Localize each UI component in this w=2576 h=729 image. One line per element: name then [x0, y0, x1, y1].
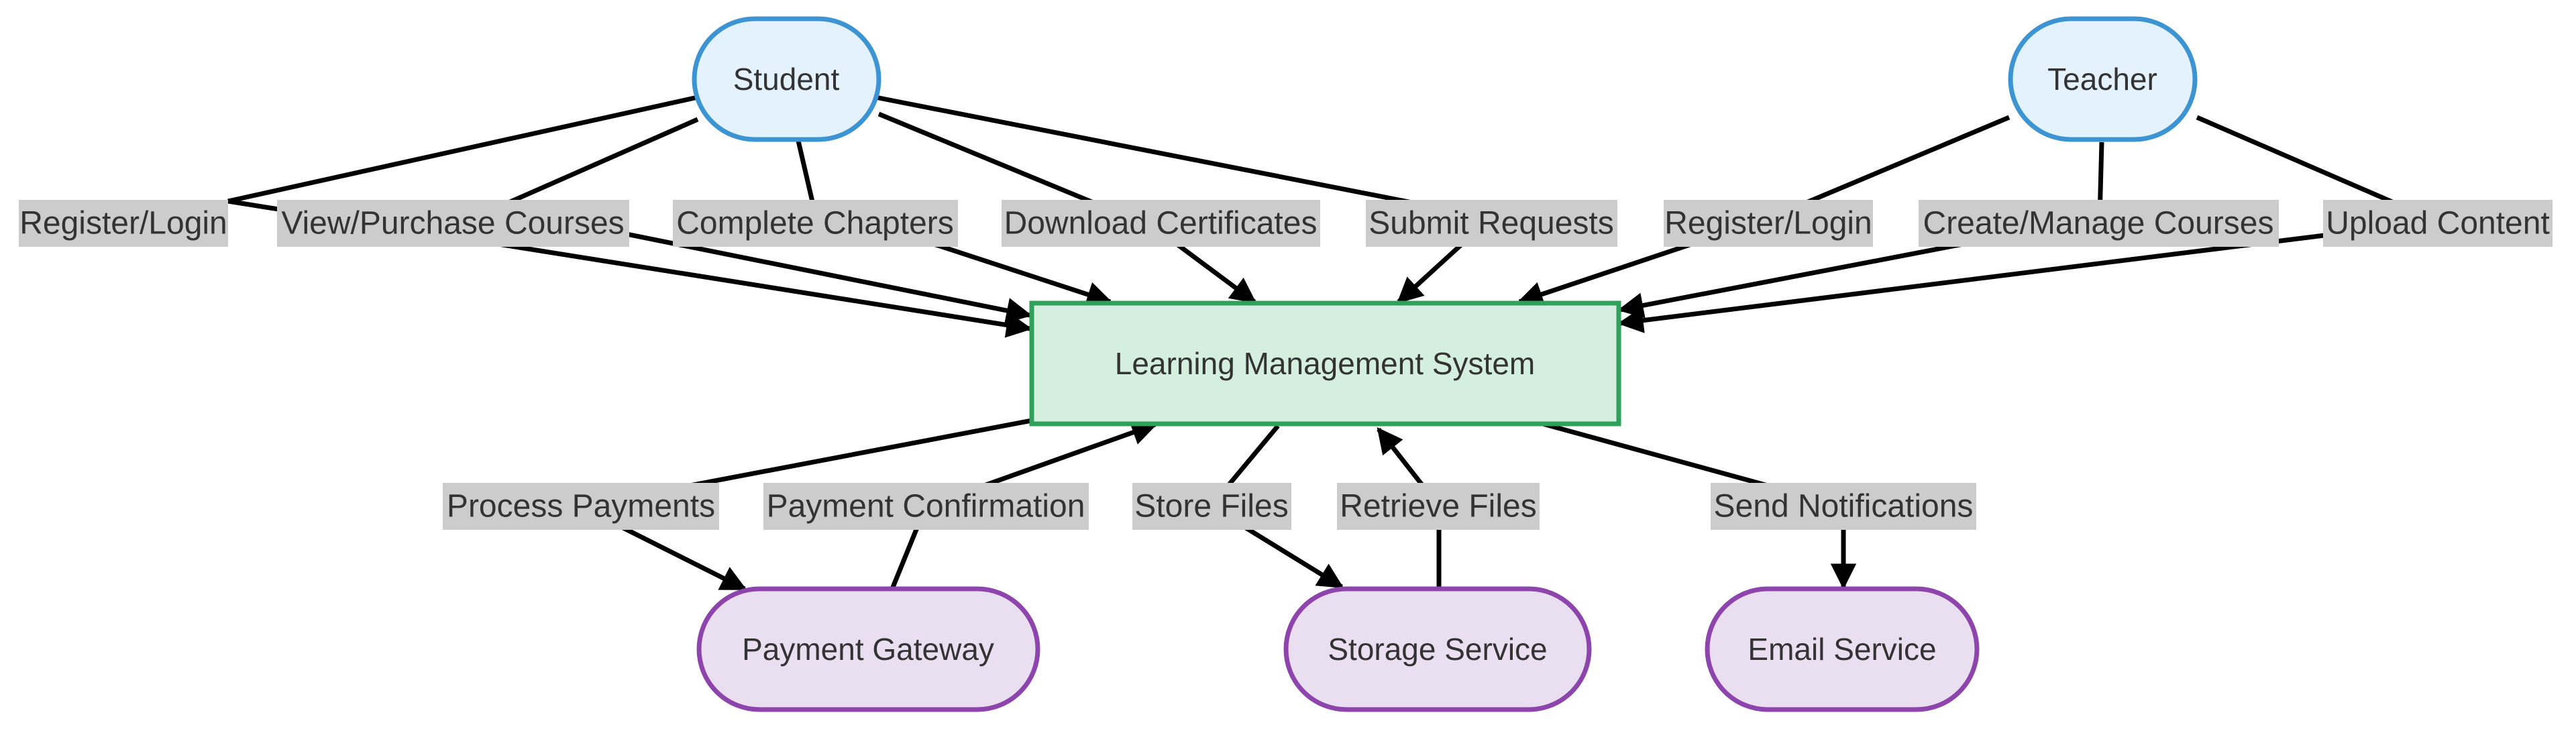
edge-labels: Register/Login View/Purchase Courses Com…: [19, 200, 2553, 530]
edge-label-lms-store: Store Files: [1132, 483, 1291, 530]
edge-label-student-submit: Submit Requests: [1366, 200, 1617, 247]
edge-label-background: [1132, 483, 1291, 530]
node-teacher[interactable]: Teacher: [2008, 16, 2198, 142]
edge-label-text: Process Payments: [447, 489, 715, 524]
edge-label-student-view: View/Purchase Courses: [277, 200, 629, 247]
edge-label-background: [277, 200, 629, 247]
edge-label-student-complete: Complete Chapters: [673, 200, 958, 247]
edge-label-text: Send Notifications: [1714, 489, 1974, 524]
node-storage-service[interactable]: Storage Service: [1283, 586, 1592, 712]
node-student-shape: [692, 16, 881, 142]
edge-label-text: Submit Requests: [1368, 206, 1614, 241]
edge-label-lms-notify: Send Notifications: [1711, 483, 1976, 530]
edge-label-text: View/Purchase Courses: [281, 206, 624, 241]
edge-label-payment-confirm: Payment Confirmation: [763, 483, 1089, 530]
edge-label-lms-payments: Process Payments: [443, 483, 719, 530]
edge-label-background: [1337, 483, 1540, 530]
node-payment-gateway[interactable]: Payment Gateway: [696, 586, 1040, 712]
edge-label-storage-retrieve: Retrieve Files: [1337, 483, 1540, 530]
node-student-label: Student: [733, 62, 840, 97]
node-lms[interactable]: Learning Management System: [1029, 300, 1621, 427]
node-email-service-shape: [1705, 586, 1980, 712]
edge-student-submit-line: [875, 95, 1496, 304]
edge-label-text: Payment Confirmation: [767, 489, 1085, 524]
edge-label-background: [19, 200, 228, 247]
edge-label-background: [1366, 200, 1617, 247]
node-payment-gateway-shape: [696, 586, 1040, 712]
edge-label-teacher-register: Register/Login: [1664, 200, 1873, 247]
edge-label-student-download: Download Certificates: [1002, 200, 1320, 247]
edge-label-background: [673, 200, 958, 247]
edge-label-background: [1002, 200, 1320, 247]
node-payment-gateway-label: Payment Gateway: [742, 632, 994, 667]
edge-label-teacher-upload: Upload Content: [2323, 200, 2553, 247]
node-student[interactable]: Student: [692, 16, 881, 142]
node-lms-label: Learning Management System: [1115, 346, 1535, 381]
edge-label-text: Register/Login: [19, 206, 227, 241]
node-storage-service-shape: [1283, 586, 1592, 712]
edge-label-teacher-create: Create/Manage Courses: [1919, 200, 2279, 247]
edge-label-background: [1711, 483, 1976, 530]
edge-label-background: [763, 483, 1089, 530]
edge-label-background: [443, 483, 719, 530]
edge-label-text: Create/Manage Courses: [1923, 206, 2274, 241]
edge-label-background: [2323, 200, 2553, 247]
edge-label-text: Store Files: [1134, 489, 1288, 524]
edge-label-text: Upload Content: [2326, 206, 2550, 241]
node-email-service-label: Email Service: [1748, 632, 1936, 667]
node-storage-service-label: Storage Service: [1328, 632, 1547, 667]
edge-label-background: [1919, 200, 2279, 247]
edge-label-text: Retrieve Files: [1340, 489, 1536, 524]
node-teacher-label: Teacher: [2047, 62, 2157, 97]
node-teacher-shape: [2008, 16, 2198, 142]
edge-label-text: Register/Login: [1664, 206, 1872, 241]
edge-label-text: Complete Chapters: [676, 206, 954, 241]
edge-label-text: Download Certificates: [1004, 206, 1318, 241]
edge-label-background: [1664, 200, 1873, 247]
edge-label-student-register: Register/Login: [19, 200, 228, 247]
node-lms-shape: [1029, 300, 1621, 427]
node-email-service[interactable]: Email Service: [1705, 586, 1980, 712]
